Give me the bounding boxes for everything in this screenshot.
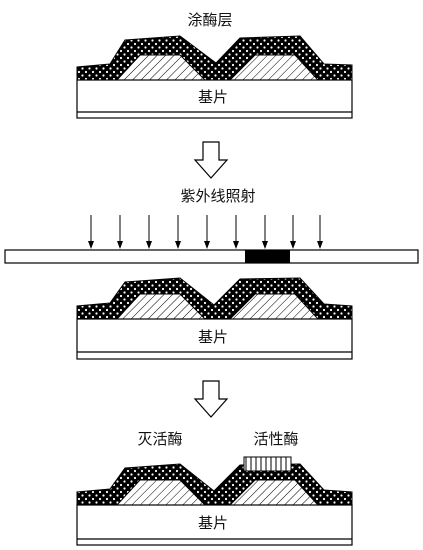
inactive-enzyme-label: 灭活酶: [137, 430, 182, 448]
active-enzyme-label: 活性酶: [253, 430, 298, 448]
uv-arrow: [88, 215, 94, 249]
active-enzyme-region: [243, 456, 292, 472]
uv-arrow: [233, 215, 239, 249]
process-arrow-2: [193, 380, 229, 418]
process-arrow-1: [193, 141, 229, 179]
substrate: [76, 504, 353, 546]
substrate-label-3: 基片: [198, 514, 228, 532]
uv-arrow: [317, 215, 323, 249]
uv-arrow: [262, 215, 268, 249]
uv-arrow: [204, 215, 210, 249]
uv-arrows: [88, 215, 323, 249]
photomask-opaque-segment: [245, 250, 290, 263]
substrate-label-2: 基片: [198, 328, 228, 346]
uv-arrow: [290, 215, 296, 249]
uv-irradiation-label: 紫外线照射: [180, 187, 255, 205]
uv-arrow: [175, 215, 181, 249]
photomask-strip: [4, 249, 419, 264]
uv-arrow: [117, 215, 123, 249]
stage-3-structure: 基片: [76, 456, 353, 546]
stage-2-structure: 基片: [76, 277, 353, 360]
stage-1-structure: 基片: [76, 35, 353, 119]
uv-arrow: [146, 215, 152, 249]
substrate-label-1: 基片: [198, 88, 228, 106]
coating-layer-label: 涂酶层: [187, 11, 232, 29]
